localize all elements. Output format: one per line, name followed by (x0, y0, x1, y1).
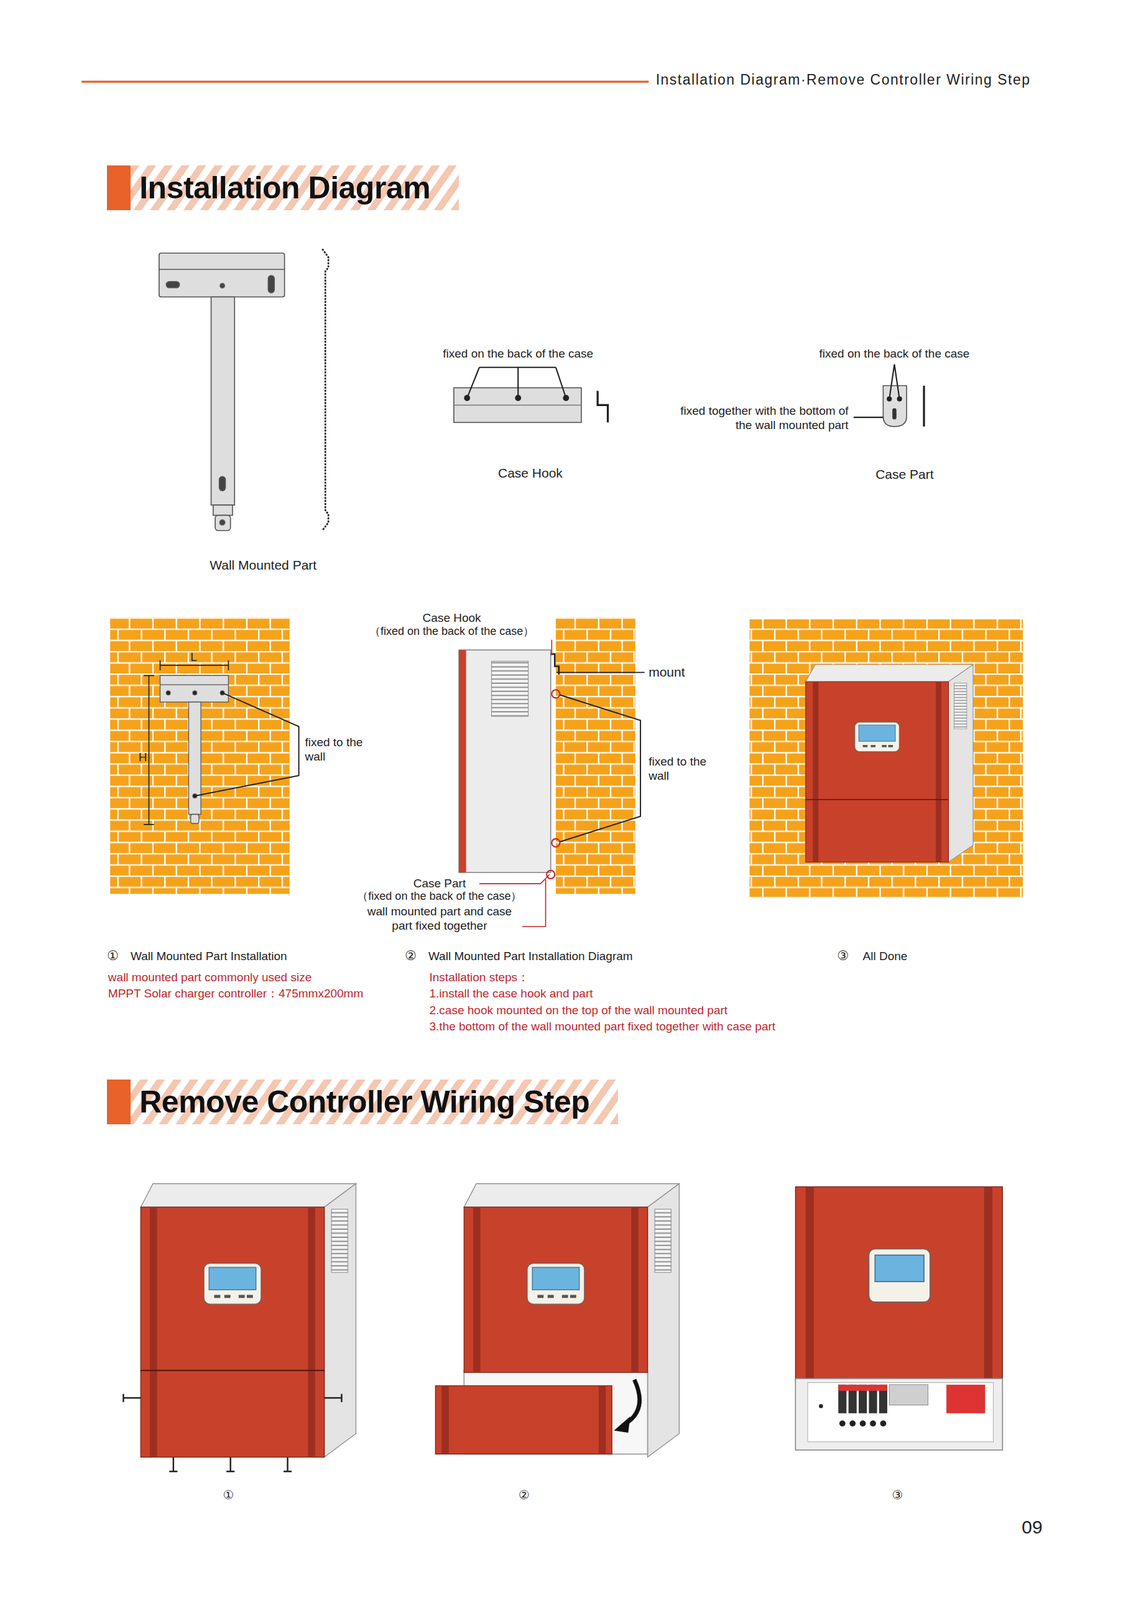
controller-side-view (458, 649, 560, 879)
step-caption: Wall Mounted Part Installation (130, 948, 288, 964)
callout-note: mount (648, 664, 685, 681)
page-header: Installation Diagram·Remove Controller W… (655, 70, 1031, 88)
controller-wiring-open (795, 1186, 1003, 1450)
part-note: fixed on the back of the case (442, 346, 594, 362)
brick-wall (749, 619, 1024, 897)
brick-wall (555, 617, 636, 895)
section-heading: Installation Diagram (130, 165, 431, 211)
part-name: Case Part (875, 466, 934, 482)
brick-wall (110, 617, 290, 895)
part-name: Case Hook (422, 611, 482, 626)
page-number: 09 (1021, 1515, 1043, 1539)
part-name: Case Hook (498, 465, 563, 482)
part-name: Case Part (413, 876, 466, 891)
dimension-label: L (190, 649, 198, 665)
section-heading-band: Remove Controller Wiring Step (106, 1079, 619, 1125)
wall-bracket (160, 675, 229, 824)
part-note: fixed on the back of the case (819, 346, 970, 362)
callout-note: fixed to the wall (304, 735, 367, 765)
dimension-label: H (138, 749, 148, 765)
section-heading-band: Installation Diagram (106, 165, 459, 211)
case-hook (453, 367, 609, 423)
callout-number: ③ (891, 1487, 903, 1503)
lower-cover (435, 1379, 640, 1455)
callout-number: ① (106, 948, 119, 964)
section-heading: Remove Controller Wiring Step (130, 1079, 590, 1125)
wall-mounted-part (159, 253, 285, 531)
part-note: （fixed on the back of the case） (369, 624, 535, 639)
callout-number: ① (222, 1487, 234, 1503)
controller-closed (140, 1183, 356, 1457)
callout-number: ② (518, 1487, 530, 1503)
size-note: wall mounted part commonly used size (108, 970, 312, 985)
callout-number: ③ (837, 948, 850, 964)
part-note: wall mounted part and case part fixed to… (363, 905, 516, 934)
case-part (853, 364, 924, 427)
install-step: Installation steps： (429, 970, 530, 985)
size-note: MPPT Solar charger controller：475mmx200m… (108, 986, 364, 1002)
part-note: fixed together with the bottom of the wa… (662, 404, 849, 433)
callout-note: fixed to the wall (648, 754, 711, 784)
part-note: （fixed on the back of the case） (356, 890, 522, 905)
controller-mounted (805, 664, 974, 863)
part-name: Wall Mounted Part (209, 557, 317, 573)
install-step: 1.install the case hook and part (429, 986, 594, 1002)
install-step: 2.case hook mounted on the top of the wa… (429, 1002, 729, 1018)
step-caption: All Done (863, 948, 908, 964)
callout-number: ② (404, 948, 417, 964)
step-caption: Wall Mounted Part Installation Diagram (428, 948, 633, 964)
install-step: 3.the bottom of the wall mounted part fi… (429, 1019, 776, 1034)
